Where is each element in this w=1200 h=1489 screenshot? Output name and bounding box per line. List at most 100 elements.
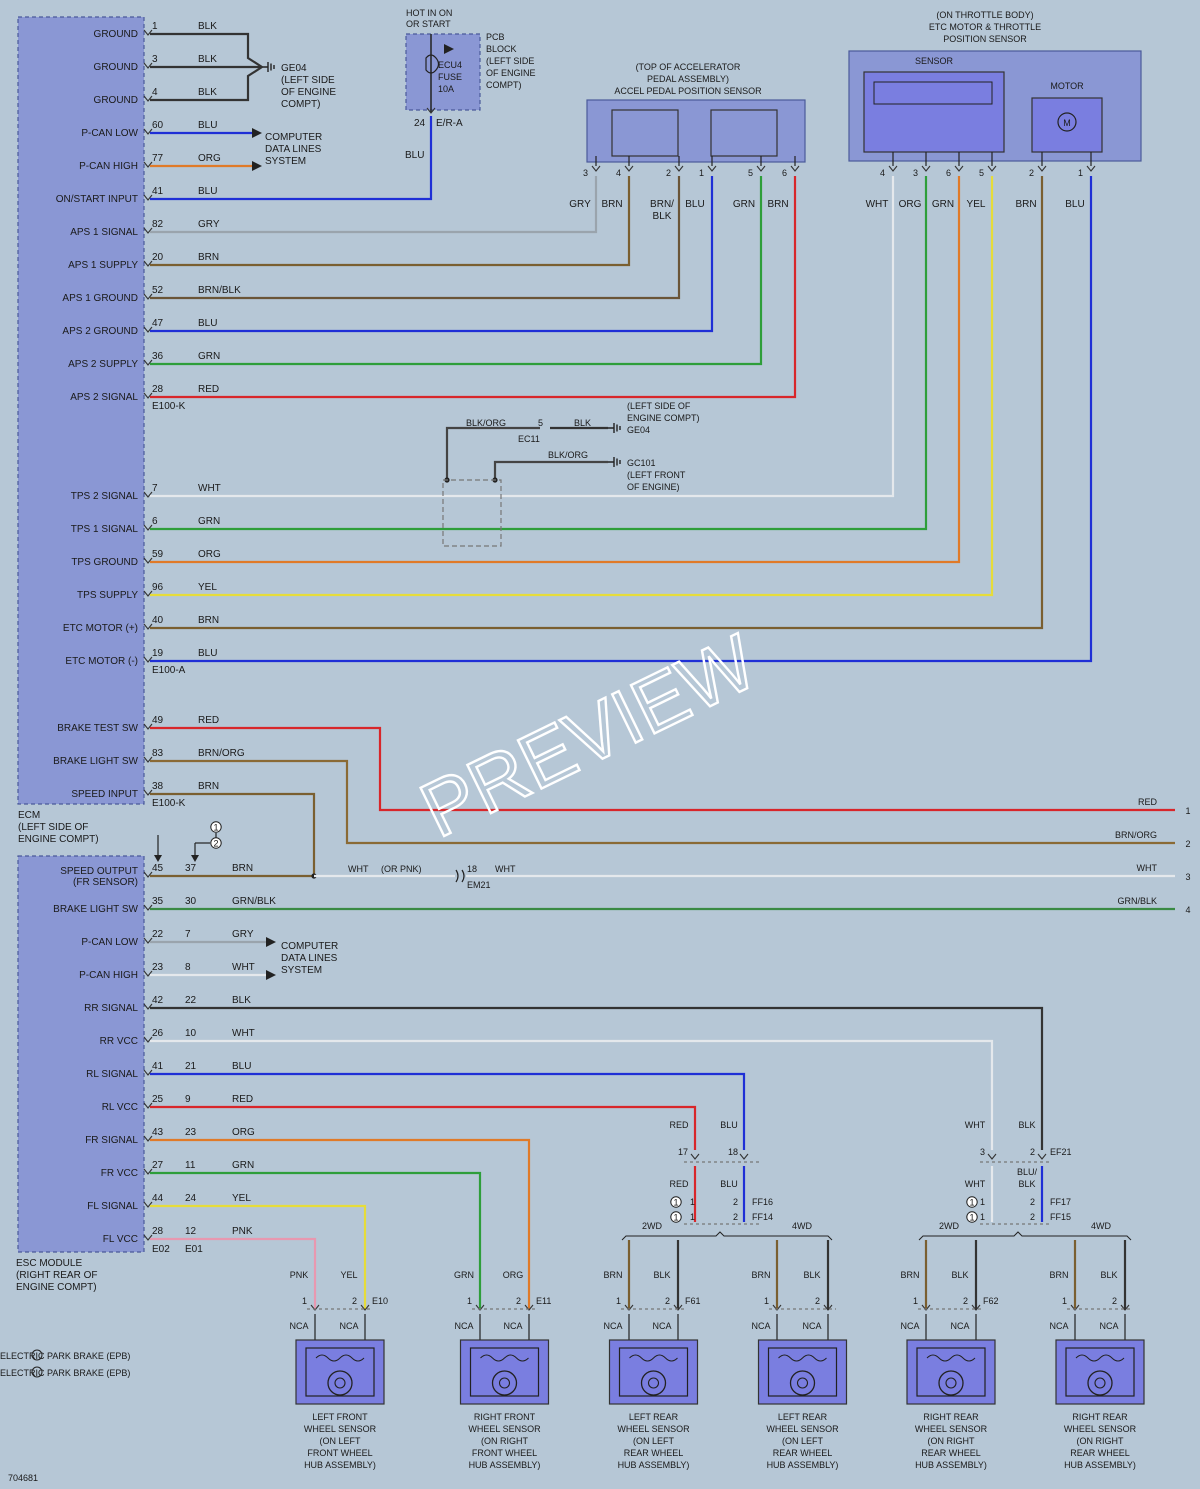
right-pin-number: 2 [1185, 839, 1190, 849]
pcb-conn: E/R-A [436, 118, 463, 129]
connector-chevron [673, 1304, 683, 1311]
ecm-pin-number: 4 [152, 87, 158, 98]
ground-wire-4 [150, 66, 263, 102]
blk-org-wire-2 [493, 460, 608, 480]
wire-color-label: BRN [767, 199, 788, 210]
wire-color-label: GRN/BLK [232, 896, 276, 907]
ecm-pin-number: 52 [152, 285, 164, 296]
pcb-block-label: (LEFT SIDE [486, 56, 534, 66]
connector-chevron [143, 557, 153, 564]
connector-chevron [426, 107, 436, 114]
connector-id: E01 [185, 1244, 203, 1255]
diagram-id: 704681 [8, 1473, 38, 1483]
wire-color-label: BLU [685, 199, 704, 210]
esc-pin-number: 45 [152, 863, 164, 874]
connector-chevron [624, 1304, 634, 1311]
pcb-pin: 24 [414, 118, 426, 129]
esc-pin-label: P-CAN HIGH [79, 970, 138, 981]
connector-em21-icon [455, 869, 465, 883]
computer-data-label: COMPUTER [265, 132, 322, 143]
connector-chevron [143, 970, 153, 977]
connector-id: E11 [536, 1296, 551, 1306]
esc-pin-number: 42 [152, 995, 164, 1006]
connector-chevron [143, 623, 153, 630]
gc101-label: GC101 [627, 458, 656, 468]
pcb-block-label: COMPT) [486, 80, 522, 90]
epb-label: ELECTRIC PARK BRAKE (EPB) [0, 1351, 130, 1361]
nca-label: NCA [1099, 1321, 1118, 1331]
etc-motor-box [1031, 97, 1103, 153]
ecm-pin-number: 19 [152, 648, 164, 659]
connector-chevron [524, 1304, 534, 1311]
esc-pin-label: FL VCC [103, 1234, 138, 1245]
connector-chevron [971, 1304, 981, 1311]
wire-color-label: RED [669, 1120, 689, 1130]
pin-number: 2 [963, 1296, 968, 1306]
ecm-box [17, 16, 145, 805]
etc-pin-number: 3 [913, 168, 918, 178]
wheel-sensor-name: WHEEL SENSOR [1064, 1424, 1137, 1434]
callout-number: 1 [673, 1197, 678, 1207]
connector-id: FF17 [1050, 1197, 1071, 1207]
connector-chevron [823, 1304, 833, 1311]
esc-box [17, 855, 145, 1253]
wire-color-label: BLK [1018, 1179, 1035, 1189]
aps-title: PEDAL ASSEMBLY) [647, 74, 729, 84]
ecm-pin-number: 6 [152, 516, 158, 527]
wheel-sensor-hub-icon [647, 1377, 660, 1389]
connector-chevron [1037, 165, 1047, 172]
ecm-pin-label: TPS 1 SIGNAL [71, 524, 139, 535]
wire-color-label: GRN [932, 199, 954, 210]
ecm-pin-label: APS 2 GROUND [62, 326, 138, 337]
wire-color-label: BLK [232, 995, 251, 1006]
callout-circle-icon [966, 1196, 978, 1208]
pin-number: 1 [1062, 1296, 1067, 1306]
wire-color-label: BLK [1018, 1120, 1035, 1130]
connector-chevron [143, 1036, 153, 1043]
wire-color-label: BRN [601, 199, 622, 210]
esc-pin-label: P-CAN LOW [81, 937, 138, 948]
aps-wire [150, 176, 631, 267]
speed-input-wire [150, 792, 316, 876]
ground-gc101-icon [608, 457, 621, 467]
connector-chevron [1120, 1304, 1130, 1311]
ecm-pin-number: 38 [152, 781, 164, 792]
wire-color-label: YEL [967, 199, 986, 210]
connector-chevron [360, 1304, 370, 1311]
wire-color-label: BRN/BLK [198, 285, 241, 296]
wire-color-label: BLK/ORG [466, 418, 506, 428]
wheel-sensor-coil-icon [315, 1354, 365, 1362]
connector-chevron [143, 1168, 153, 1175]
ec11-label: EC11 [518, 434, 540, 444]
connector-chevron [143, 128, 153, 135]
wire-color-label: ORG [198, 549, 221, 560]
aps-pin-number: 1 [699, 168, 704, 178]
wire-color-label: GRN [198, 351, 220, 362]
wheel-sensor-box [757, 1339, 848, 1405]
ecm-pin-number: 60 [152, 120, 164, 131]
pin-number: 1 [302, 1296, 307, 1306]
wheel-sensor-inner [1065, 1347, 1135, 1397]
fuse-label: FUSE [438, 72, 462, 82]
aps-wire [150, 176, 797, 399]
wire-color-label: BLU [198, 318, 217, 329]
esc-pin-number: 23 [185, 1127, 197, 1138]
aps-wire [150, 176, 763, 366]
connector-chevron [143, 904, 153, 911]
wire-color-label: RED [232, 1094, 253, 1105]
wheel-sensor-coil-icon [926, 1354, 976, 1362]
wire-color-label: BRN/ORG [198, 748, 245, 759]
etc-wire [150, 176, 895, 498]
option-label: 4WD [792, 1221, 813, 1231]
nca-label: NCA [1049, 1321, 1068, 1331]
wheel-sensor-hub-icon [796, 1377, 809, 1389]
pin-number: 1 [764, 1296, 769, 1306]
wire-color-label: GRY [569, 199, 591, 210]
connector-chevron [143, 194, 153, 201]
esc-pin-number: 22 [152, 929, 164, 940]
wire-color-label: BRN [1015, 199, 1036, 210]
aps-wire [150, 176, 714, 333]
connector-id: FF15 [1050, 1212, 1071, 1222]
wheel-sensor-name: HUB ASSEMBLY) [1064, 1460, 1136, 1470]
